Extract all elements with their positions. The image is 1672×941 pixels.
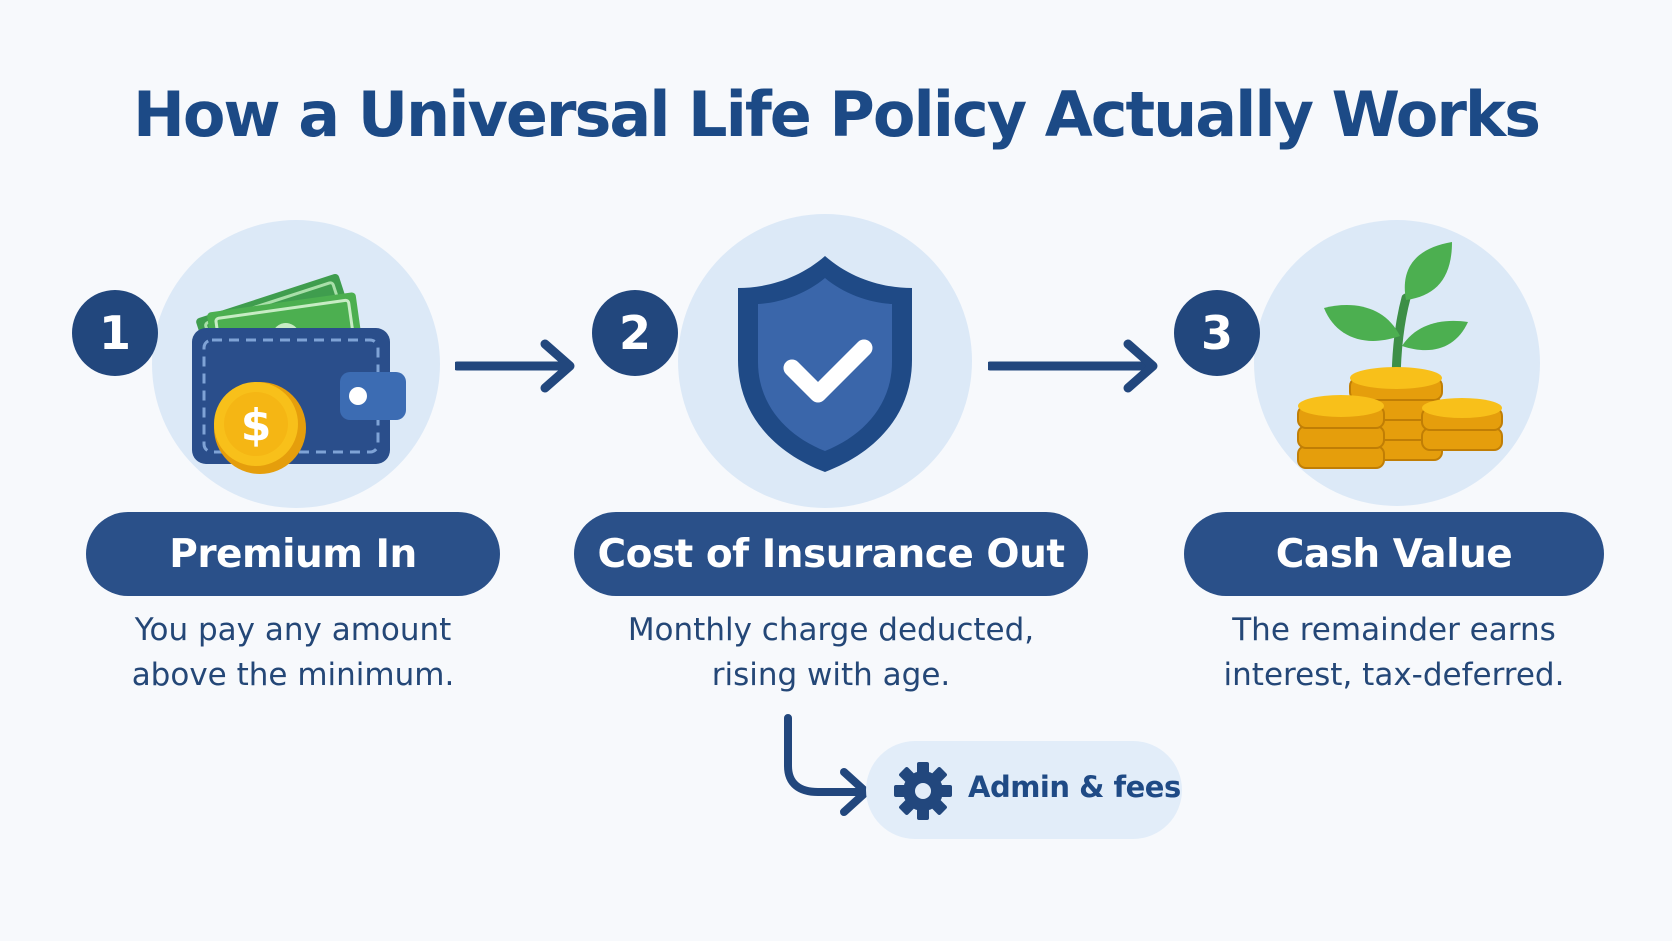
shield-checkmark-icon (738, 256, 912, 472)
step-3-description: The remainder earns interest, tax-deferr… (1184, 608, 1604, 698)
wallet-with-cash-and-coin-icon: $ (192, 273, 406, 474)
gear-icon (894, 762, 952, 820)
arrow-right-icon (455, 339, 575, 393)
step-3-description-line: The remainder earns (1232, 612, 1556, 648)
step-3-number-badge: 3 (1174, 290, 1260, 376)
step-3-label-pill: Cash Value (1184, 512, 1604, 596)
step-1-description: You pay any amount above the minimum. (86, 608, 500, 698)
step-3-description-line: interest, tax-deferred. (1223, 657, 1565, 693)
step-2-number-badge: 2 (592, 290, 678, 376)
step-1-label-pill: Premium In (86, 512, 500, 596)
svg-text:$: $ (241, 400, 272, 451)
step-1-number-badge: 1 (72, 290, 158, 376)
step-2-description: Monthly charge deducted, rising with age… (574, 608, 1088, 698)
page-title: How a Universal Life Policy Actually Wor… (132, 78, 1541, 151)
step-2-label-pill: Cost of Insurance Out (574, 512, 1088, 596)
arrow-right-icon (988, 339, 1158, 393)
branch-arrow-icon (784, 714, 870, 816)
admin-fees-label: Admin & fees (968, 770, 1181, 804)
step-2-description-line: Monthly charge deducted, (627, 612, 1035, 648)
step-1-description-line: You pay any amount (134, 612, 452, 648)
step-1-description-line: above the minimum. (131, 657, 455, 693)
step-2-description-line: rising with age. (711, 657, 951, 693)
coins-with-plant-icon (1297, 242, 1503, 469)
